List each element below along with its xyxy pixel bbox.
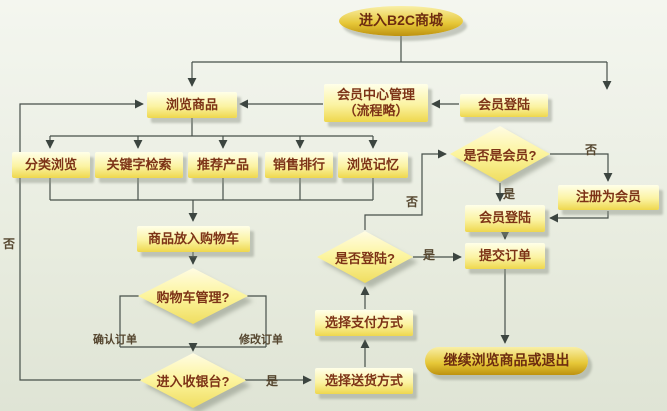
edge-label-yes-is-member: 是	[503, 187, 516, 201]
edge-browse-branches	[45, 118, 378, 149]
edge-label-confirm-order: 确认订单	[93, 334, 137, 346]
edge-label-yes-checkout: 是	[266, 374, 279, 388]
edge-register-to-login	[549, 211, 609, 223]
edge-branches-merge-to-cart	[49, 178, 374, 265]
node-enter-checkout: 进入收银台?	[140, 353, 246, 408]
edge-label-no-loop-back: 否	[3, 237, 16, 251]
is-member-label: 是否是会员?	[450, 126, 550, 182]
node-add-to-cart: 商品放入购物车	[137, 226, 250, 252]
is-logged-in-label: 是否登陆?	[317, 231, 413, 283]
node-browse-goods: 浏览商品	[147, 92, 237, 118]
cart-management-label: 购物车管理?	[138, 268, 248, 324]
node-sales-ranking: 销售排行	[265, 152, 333, 178]
member-center-line2: （流程略）	[343, 103, 409, 118]
node-member-center: 会员中心管理 （流程略）	[324, 84, 428, 122]
node-keyword-search: 关键字检索	[95, 152, 183, 178]
node-cart-management: 购物车管理?	[138, 268, 248, 324]
edge-cart-management-loop	[119, 295, 267, 352]
edge-label-modify-order: 修改订单	[239, 334, 283, 346]
member-center-line1: 会员中心管理	[336, 86, 415, 102]
edge-checkout-no-loop	[19, 99, 144, 381]
edge-label-no-is-logged: 否	[406, 195, 419, 209]
node-category-browse: 分类浏览	[12, 152, 90, 178]
node-recommended-products: 推荐产品	[188, 152, 258, 178]
node-register-member: 注册为会员	[558, 185, 659, 210]
node-choose-payment: 选择支付方式	[315, 310, 413, 336]
enter-checkout-label: 进入收银台?	[140, 353, 246, 408]
node-submit-order: 提交订单	[465, 243, 545, 269]
node-is-logged-in: 是否登陆?	[317, 231, 413, 283]
edge-label-no-is-member: 否	[585, 143, 598, 157]
node-member-login: 会员登陆	[465, 205, 545, 232]
edge-top-split	[187, 36, 612, 90]
node-continue-or-exit: 继续浏览商品或退出	[425, 347, 588, 375]
node-enter-mall: 进入B2C商城	[339, 6, 463, 36]
edge-ismember-no-register	[550, 153, 613, 182]
node-browse-history: 浏览记忆	[338, 152, 408, 178]
edge-label-yes-is-logged: 是	[423, 248, 436, 262]
node-is-member: 是否是会员?	[450, 126, 550, 182]
edge-islogged-no-ismember	[364, 149, 447, 230]
node-member-login-top: 会员登陆	[460, 94, 548, 117]
node-choose-delivery: 选择送货方式	[315, 368, 413, 394]
